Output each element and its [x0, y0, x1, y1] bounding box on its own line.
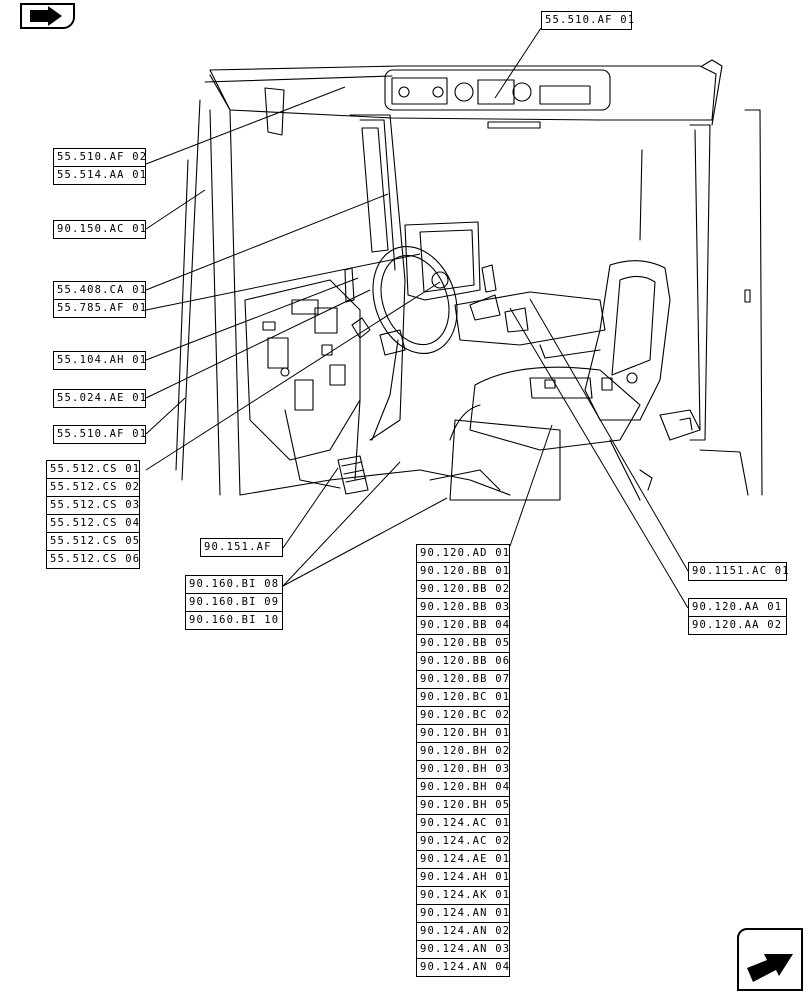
label-seat-07[interactable]: 90.120.BB 06 [416, 652, 510, 671]
label-90-120-aa-01[interactable]: 90.120.AA 01 [688, 598, 787, 617]
label-seat-10[interactable]: 90.120.BC 02 [416, 706, 510, 725]
label-seat-14[interactable]: 90.120.BH 04 [416, 778, 510, 797]
label-seat-05[interactable]: 90.120.BB 04 [416, 616, 510, 635]
label-seat-24[interactable]: 90.124.AN 04 [416, 958, 510, 977]
label-55-408-ca-01[interactable]: 55.408.CA 01 [53, 281, 146, 300]
label-55-510-af-01-console[interactable]: 55.510.AF 01 [53, 425, 146, 444]
label-90-160-bi-08[interactable]: 90.160.BI 08 [185, 575, 283, 594]
label-55-104-ah-01[interactable]: 55.104.AH 01 [53, 351, 146, 370]
label-90-160-bi-09[interactable]: 90.160.BI 09 [185, 593, 283, 612]
label-55-512-cs-01[interactable]: 55.512.CS 01 [46, 460, 140, 479]
label-seat-04[interactable]: 90.120.BB 03 [416, 598, 510, 617]
arrow-shape [747, 954, 793, 982]
label-group-lights: 55.510.AF 02 55.514.AA 01 [53, 148, 146, 185]
label-seat-13[interactable]: 90.120.BH 03 [416, 760, 510, 779]
label-seat-11[interactable]: 90.120.BH 01 [416, 724, 510, 743]
label-55-512-cs-04[interactable]: 55.512.CS 04 [46, 514, 140, 533]
label-seat-12[interactable]: 90.120.BH 02 [416, 742, 510, 761]
label-group-seat: 90.120.AD 01 90.120.BB 01 90.120.BB 02 9… [416, 544, 510, 977]
label-55-785-af-01[interactable]: 55.785.AF 01 [53, 299, 146, 318]
label-seat-17[interactable]: 90.124.AC 02 [416, 832, 510, 851]
label-55-512-cs-03[interactable]: 55.512.CS 03 [46, 496, 140, 515]
label-90-1151-ac-01[interactable]: 90.1151.AC 01 [688, 562, 789, 581]
label-55-512-cs-02[interactable]: 55.512.CS 02 [46, 478, 140, 497]
label-55-514-aa-01[interactable]: 55.514.AA 01 [53, 166, 146, 185]
label-seat-01[interactable]: 90.120.AD 01 [416, 544, 510, 563]
label-seat-08[interactable]: 90.120.BB 07 [416, 670, 510, 689]
label-90-160-bi-10[interactable]: 90.160.BI 10 [185, 611, 283, 630]
label-seat-20[interactable]: 90.124.AK 01 [416, 886, 510, 905]
label-seat-15[interactable]: 90.120.BH 05 [416, 796, 510, 815]
label-seat-02[interactable]: 90.120.BB 01 [416, 562, 510, 581]
label-90-151-af[interactable]: 90.151.AF [200, 538, 283, 557]
label-seat-21[interactable]: 90.124.AN 01 [416, 904, 510, 923]
label-seat-06[interactable]: 90.120.BB 05 [416, 634, 510, 653]
next-page-icon[interactable] [737, 928, 803, 991]
label-55-512-cs-05[interactable]: 55.512.CS 05 [46, 532, 140, 551]
label-55-510-af-01-top[interactable]: 55.510.AF 01 [541, 11, 634, 30]
label-seat-03[interactable]: 90.120.BB 02 [416, 580, 510, 599]
label-group-suspension: 90.120.AA 01 90.120.AA 02 [688, 598, 787, 635]
label-seat-16[interactable]: 90.124.AC 01 [416, 814, 510, 833]
label-55-024-ae-01[interactable]: 55.024.AE 01 [53, 389, 146, 408]
label-90-150-ac-01[interactable]: 90.150.AC 01 [53, 220, 146, 239]
label-group-wiper: 55.408.CA 01 55.785.AF 01 [53, 281, 146, 318]
label-55-510-af-02[interactable]: 55.510.AF 02 [53, 148, 146, 167]
label-seat-18[interactable]: 90.124.AE 01 [416, 850, 510, 869]
label-seat-19[interactable]: 90.124.AH 01 [416, 868, 510, 887]
arrow-shape [30, 6, 62, 26]
label-seat-22[interactable]: 90.124.AN 02 [416, 922, 510, 941]
previous-page-icon[interactable] [20, 3, 75, 29]
label-seat-23[interactable]: 90.124.AN 03 [416, 940, 510, 959]
label-group-mats: 90.160.BI 08 90.160.BI 09 90.160.BI 10 [185, 575, 283, 630]
label-seat-09[interactable]: 90.120.BC 01 [416, 688, 510, 707]
label-55-512-cs-06[interactable]: 55.512.CS 06 [46, 550, 140, 569]
label-90-120-aa-02[interactable]: 90.120.AA 02 [688, 616, 787, 635]
label-group-switches: 55.512.CS 01 55.512.CS 02 55.512.CS 03 5… [46, 460, 140, 569]
